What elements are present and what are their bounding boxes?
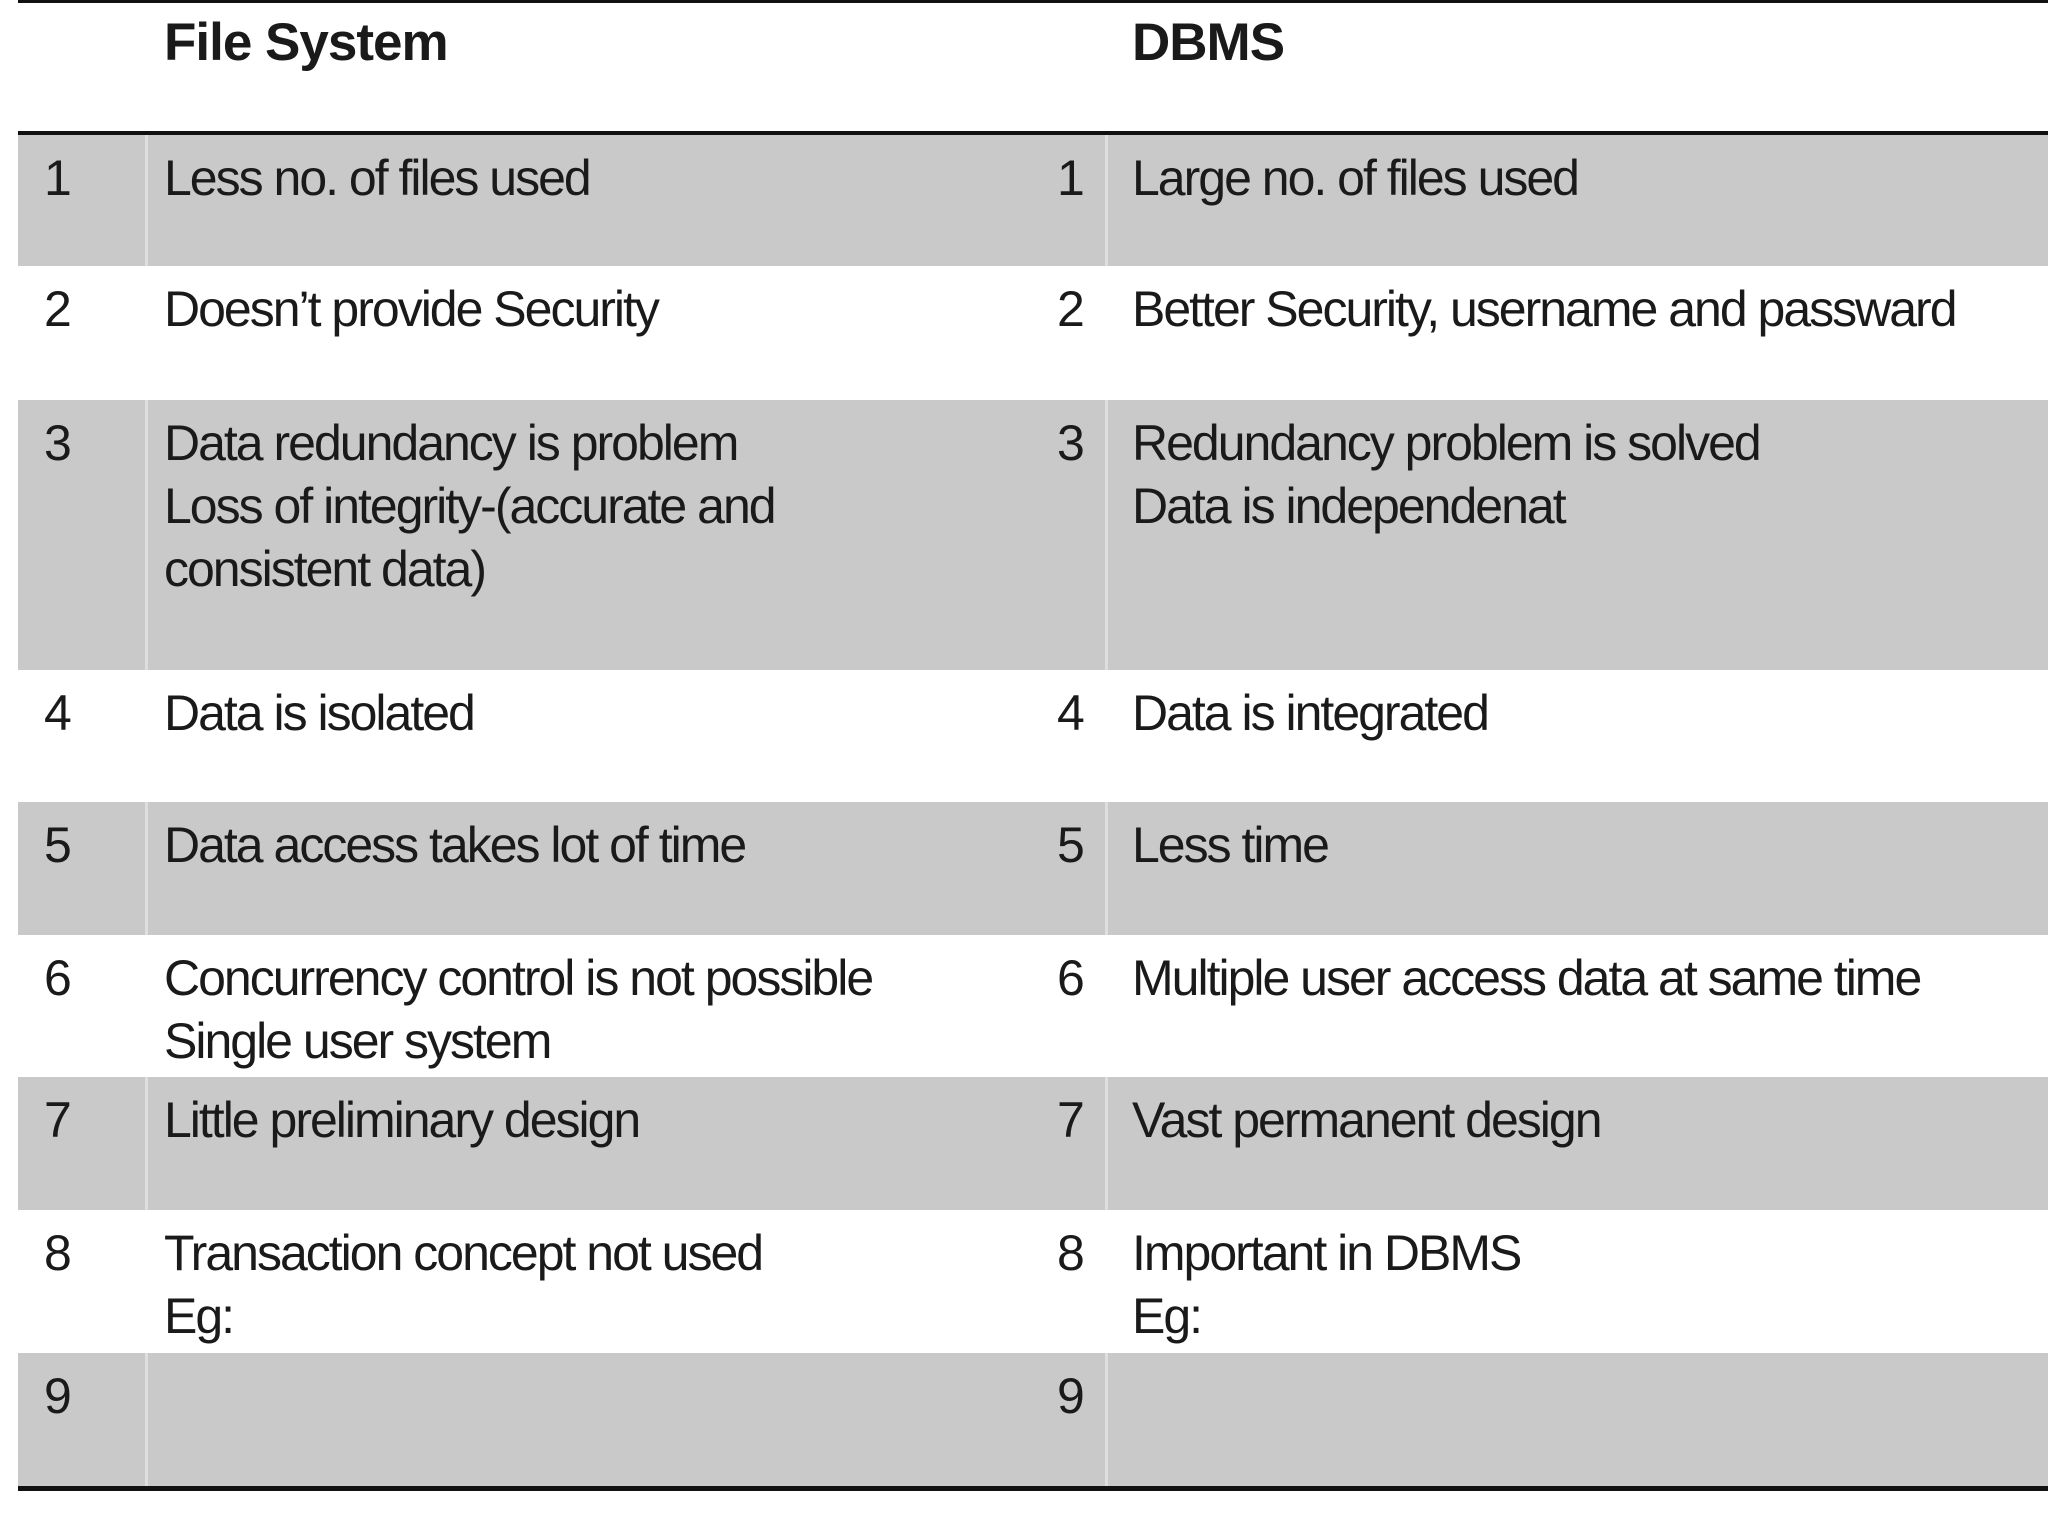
- row-number-right: 8: [1057, 1225, 1085, 1281]
- table-row: 2 Doesn’t provide Security 2 Better Secu…: [18, 266, 2048, 400]
- cell-line: Multiple user access data at same time: [1132, 950, 1922, 1006]
- cell-line: Less time: [1132, 817, 1330, 873]
- cell-line: Data is isolated: [164, 685, 476, 741]
- table-body: 1 Less no. of files used 1 Large no. of …: [18, 135, 2048, 1491]
- cell-line: Vast permanent design: [1132, 1092, 1603, 1148]
- file-system-cell: Less no. of files used: [148, 135, 1035, 266]
- file-system-cell: Doesn’t provide Security: [148, 266, 1035, 400]
- cell-line: Data redundancy is problem: [164, 415, 739, 471]
- cell-line: Single user system: [164, 1013, 552, 1069]
- dbms-cell: Multiple user access data at same time: [1108, 935, 2048, 1077]
- cell-line: Doesn’t provide Security: [164, 281, 660, 337]
- cell-line: Transaction concept not used: [164, 1225, 764, 1281]
- cell-line: Eg:: [164, 1288, 235, 1344]
- row-number-left: 7: [18, 1077, 148, 1210]
- dbms-cell: Vast permanent design: [1108, 1077, 2048, 1210]
- row-number-left: 9: [18, 1353, 148, 1486]
- cell-line: Loss of integrity-(accurate and: [164, 478, 777, 534]
- cell-line: Important in DBMS: [1132, 1225, 1522, 1281]
- row-number-left: 8: [44, 1225, 72, 1281]
- row-number-right: 3: [1035, 400, 1108, 670]
- dbms-cell: [1108, 1353, 2048, 1486]
- dbms-cell: Data is integrated: [1108, 670, 2048, 802]
- column-header-dbms: DBMS: [1132, 13, 1285, 72]
- table-row: 1 Less no. of files used 1 Large no. of …: [18, 135, 2048, 266]
- dbms-cell: Large no. of files used: [1108, 135, 2048, 266]
- cell-line: Data access takes lot of time: [164, 817, 747, 873]
- cell-line: Better Security, username and passward: [1132, 281, 1958, 337]
- row-number-left: 1: [18, 135, 148, 266]
- cell-line: Concurrency control is not possible: [164, 950, 874, 1006]
- file-system-cell: Data is isolated: [148, 670, 1035, 802]
- dbms-cell: Important in DBMS Eg:: [1108, 1210, 2048, 1353]
- cell-line: consistent data): [164, 541, 487, 597]
- cell-line: Little preliminary design: [164, 1092, 641, 1148]
- table-row: 9 9: [18, 1353, 2048, 1486]
- table-row: 5 Data access takes lot of time 5 Less t…: [18, 802, 2048, 935]
- table-row: 4 Data is isolated 4 Data is integrated: [18, 670, 2048, 802]
- dbms-cell: Less time: [1108, 802, 2048, 935]
- comparison-table: File System DBMS 1 Less no. of files use…: [18, 0, 2048, 1491]
- row-number-left: 5: [18, 802, 148, 935]
- row-number-right: 2: [1057, 281, 1085, 337]
- row-number-left: 6: [44, 950, 72, 1006]
- row-number-right: 4: [1057, 685, 1085, 741]
- row-number-right: 9: [1035, 1353, 1108, 1486]
- cell-line: Data is integrated: [1132, 685, 1490, 741]
- row-number-right: 5: [1035, 802, 1108, 935]
- dbms-cell: Better Security, username and passward: [1108, 266, 2048, 400]
- cell-line: Large no. of files used: [1132, 150, 1580, 206]
- cell-line: Redundancy problem is solved: [1132, 415, 1762, 471]
- column-header-file-system: File System: [164, 13, 449, 72]
- row-number-left: 2: [44, 281, 72, 337]
- file-system-cell: Data access takes lot of time: [148, 802, 1035, 935]
- row-number-left: 4: [44, 685, 72, 741]
- row-number-right: 7: [1035, 1077, 1108, 1210]
- row-number-left: 3: [18, 400, 148, 670]
- cell-line: Less no. of files used: [164, 150, 592, 206]
- table-header-row: File System DBMS: [18, 0, 2048, 135]
- file-system-cell: [148, 1353, 1035, 1486]
- file-system-cell: Little preliminary design: [148, 1077, 1035, 1210]
- row-number-right: 1: [1035, 135, 1108, 266]
- cell-line: Data is independenat: [1132, 478, 1567, 534]
- table-row: 7 Little preliminary design 7 Vast perma…: [18, 1077, 2048, 1210]
- cell-line: Eg:: [1132, 1288, 1203, 1344]
- row-number-right: 6: [1057, 950, 1085, 1006]
